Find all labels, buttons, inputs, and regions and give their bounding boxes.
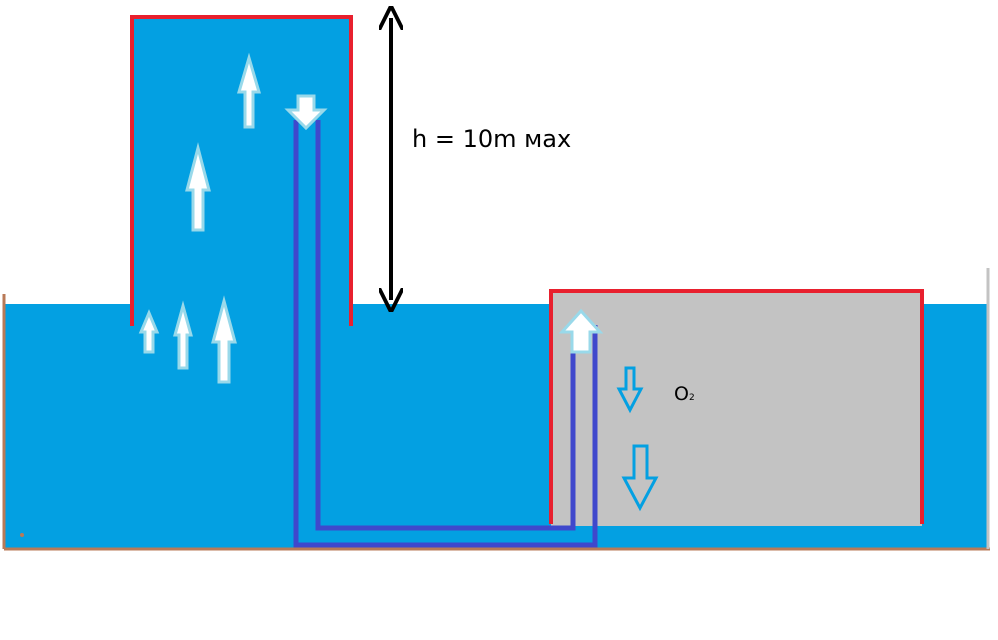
gas-label-main: O [674, 383, 689, 405]
pipe-intake-down-arrow [284, 94, 328, 131]
right-container-wall [549, 289, 924, 524]
up-arrow-4 [173, 300, 193, 370]
siphon-pipe [293, 120, 598, 548]
up-arrow-2 [185, 142, 211, 232]
ground-dot [20, 533, 24, 537]
up-arrow-5 [211, 295, 237, 384]
gas-down-arrow-1 [616, 366, 644, 414]
gas-chamber [551, 291, 922, 526]
gas-down-arrow-2 [621, 444, 659, 512]
up-arrow-3 [138, 309, 160, 354]
up-arrow-1 [236, 52, 262, 129]
pipe-outlet-up-arrow [558, 308, 604, 354]
left-container-wall [130, 15, 353, 326]
left-container-water [132, 17, 351, 305]
height-label: h = 10m мах [412, 125, 571, 153]
gas-label-subscript: 2 [689, 393, 695, 403]
gas-label: O2 [674, 383, 695, 405]
